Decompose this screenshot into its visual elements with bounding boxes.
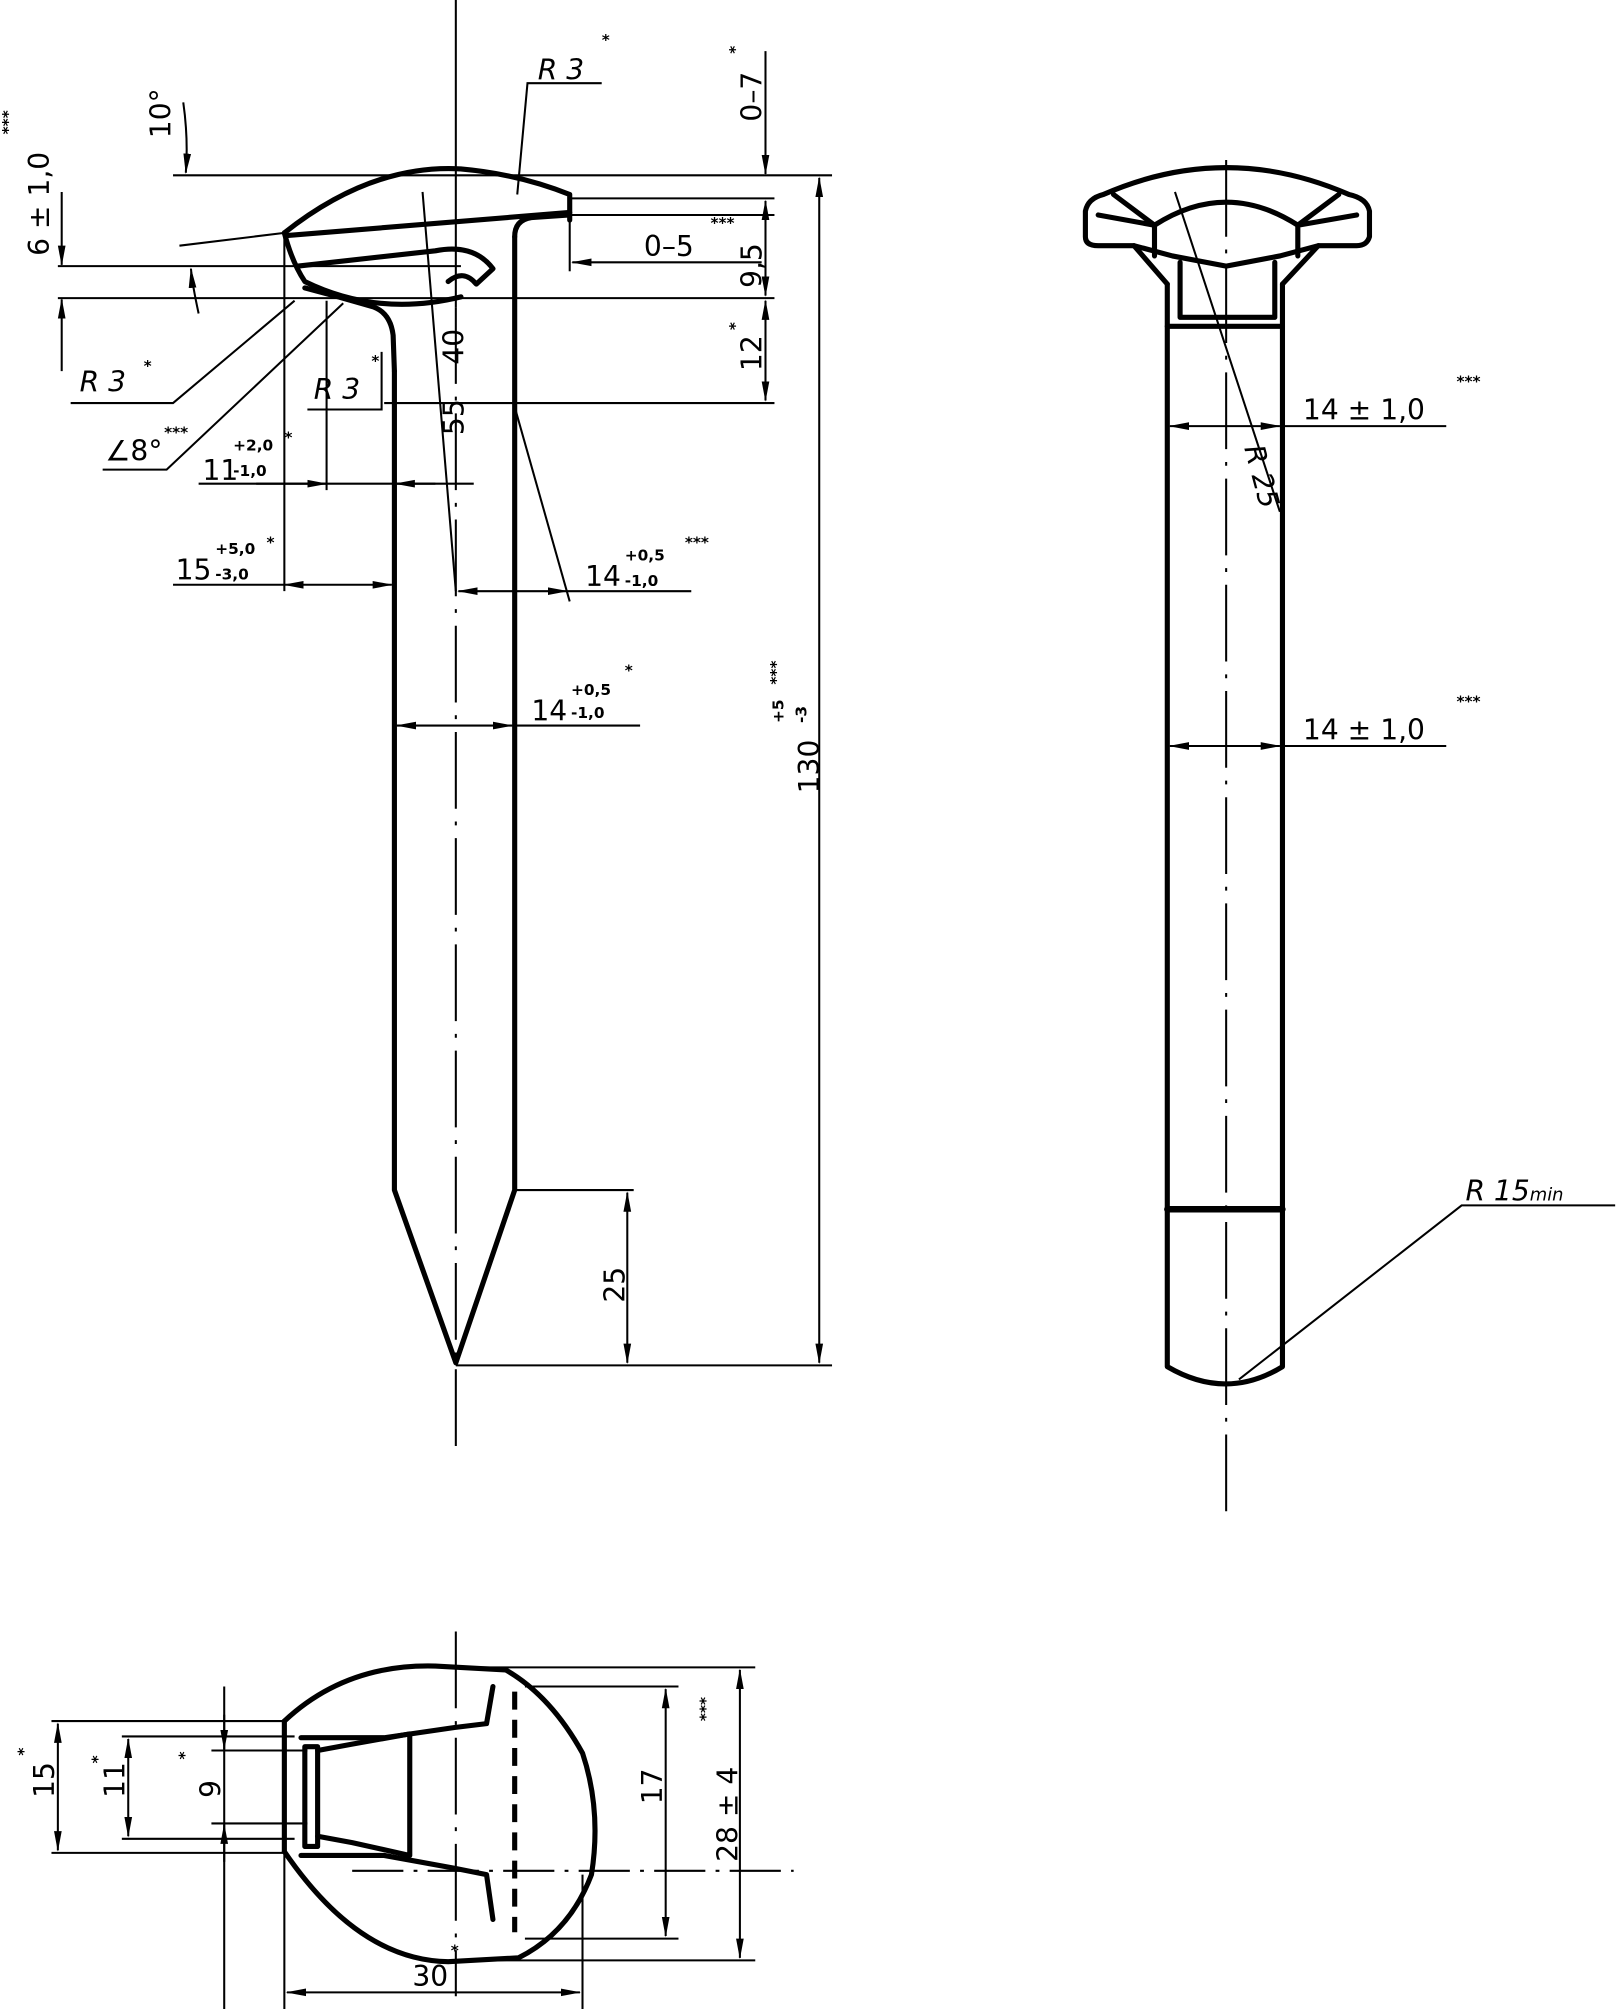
angle-8: ∠8° [105, 435, 162, 468]
dim-130-mark: *** [767, 661, 785, 685]
radius-r15: R 15min [1465, 1174, 1563, 1207]
dim-55: 55 [438, 399, 471, 435]
dim-15: 15 [176, 554, 212, 587]
dim-14-b-mark: * [625, 662, 633, 680]
dim-15-upper: +5,0 [215, 540, 255, 558]
dim-15-bottom: 15 [28, 1762, 61, 1798]
dim-6: 6 ± 1,0 [23, 152, 56, 256]
radius-r3-mid: R 3 [314, 373, 360, 406]
dim-14-bottom-mark: *** [1456, 692, 1480, 710]
radius-r3-top-mark: * [602, 31, 610, 49]
dim-30-mark: * [451, 1941, 459, 1959]
dim-9-5: 9,5 [736, 243, 769, 288]
dim-14-a-mark: *** [685, 534, 709, 552]
dim-9-bottom: 9 [194, 1780, 227, 1798]
dim-14-a-lower: -1,0 [625, 572, 659, 590]
dim-0-5-mark: *** [710, 214, 734, 232]
dim-17: 17 [636, 1768, 669, 1804]
dim-11-bottom: 11 [98, 1762, 131, 1798]
dim-0-7-mark: * [726, 46, 744, 54]
dim-25: 25 [599, 1267, 632, 1303]
dim-11-upper: +2,0 [233, 436, 273, 454]
dim-14-a-upper: +0,5 [625, 546, 665, 564]
radius-r3-left-mark: * [144, 357, 152, 375]
dim-14-b-upper: +0,5 [571, 681, 611, 699]
dim-12: 12 [736, 335, 769, 371]
head-outline [281, 1663, 598, 1965]
side-view: 130 +5 -3 *** 0–7 * 9,5 12 * 0–5 *** 6 ±… [0, 0, 833, 1453]
dim-11-bottom-mark: * [89, 1755, 107, 1763]
dim-14-top: 14 ± 1,0 [1303, 394, 1425, 427]
dim-11-lower: -1,0 [233, 462, 267, 480]
dim-14-b: 14 [531, 694, 567, 727]
dim-6-mark: *** [0, 110, 17, 134]
spike-shaft-front [1164, 281, 1286, 1387]
dim-14-bottom: 14 ± 1,0 [1303, 714, 1425, 747]
dim-12-mark: * [726, 322, 744, 330]
dim-0-7: 0–7 [736, 72, 769, 122]
radius-r3-mid-mark: * [371, 352, 379, 370]
dim-15-bottom-mark: * [14, 1748, 32, 1756]
dim-130: 130 [793, 740, 826, 794]
radius-r25: R 25 [1237, 441, 1286, 512]
dim-30: 30 [412, 1960, 448, 1993]
angle-10: 10° [144, 88, 177, 138]
dim-28: 28 ± 4 [711, 1767, 744, 1862]
dim-130-tol: +5 [769, 699, 787, 723]
bottom-view: 15 * 11 * 9 * 17 28 ± 4 *** 30 * [14, 1631, 794, 2009]
dim-28-mark: *** [696, 1697, 714, 1721]
spike-head-front [1082, 165, 1373, 320]
dim-15-lower: -3,0 [215, 566, 249, 584]
front-view: R 25 14 ± 1,0 *** 14 ± 1,0 *** R 15min [1082, 159, 1616, 1523]
dim-40: 40 [438, 329, 471, 365]
dim-14-top-mark: *** [1456, 372, 1480, 390]
spike-shaft [391, 234, 518, 1366]
dim-9-bottom-mark: * [176, 1751, 194, 1759]
angle-8-mark: *** [164, 424, 188, 442]
dim-14-b-lower: -1,0 [571, 704, 605, 722]
radius-r3-top: R 3 [538, 53, 584, 86]
dim-14-a: 14 [585, 560, 621, 593]
dim-15-mark: * [266, 534, 274, 552]
dim-11: 11 [202, 454, 238, 487]
spike-head [281, 165, 573, 374]
radius-r3-left: R 3 [80, 366, 126, 399]
dim-11-mark: * [284, 429, 292, 447]
dim-0-5: 0–5 [644, 230, 694, 263]
dim-130-tol-lower: -3 [792, 706, 810, 723]
